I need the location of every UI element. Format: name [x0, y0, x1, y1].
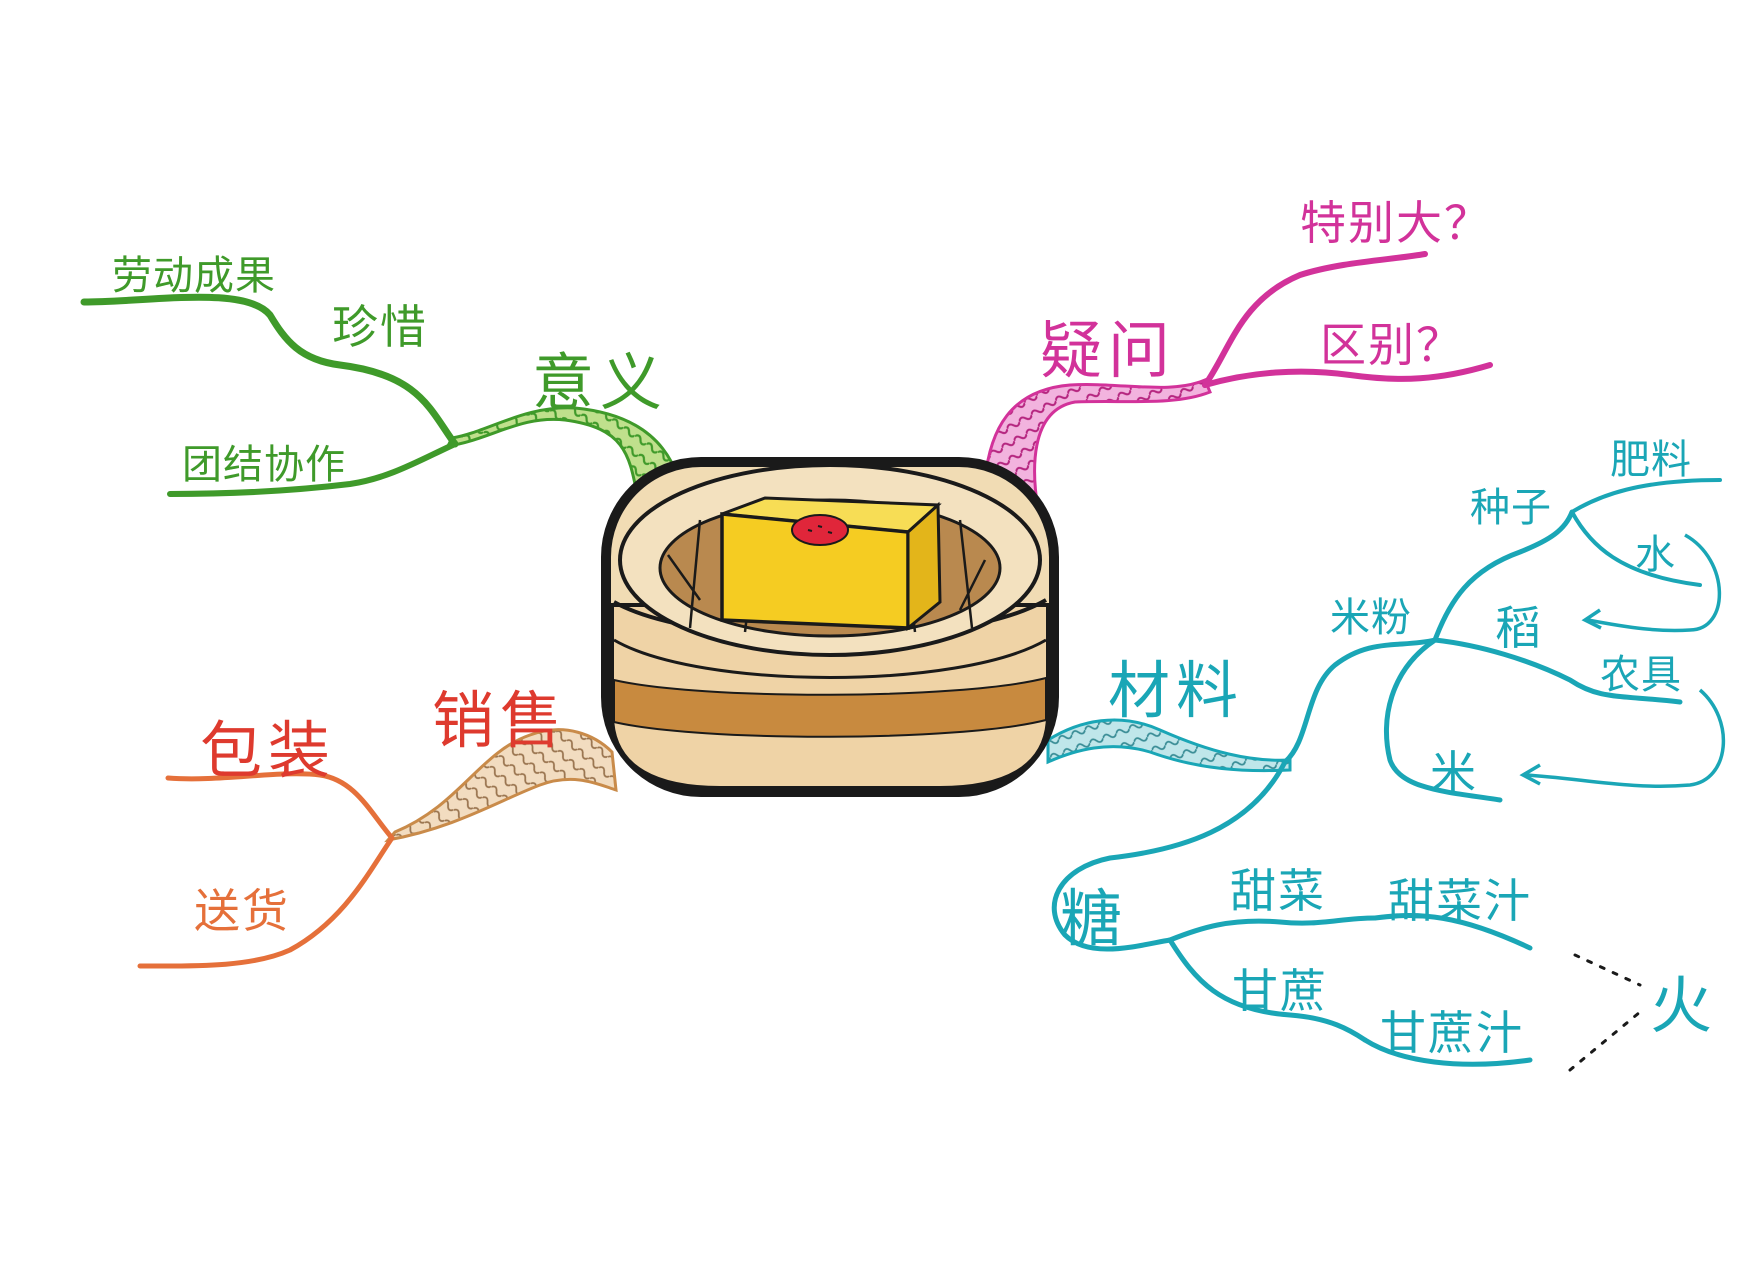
branch-sales-to-delivery: [137, 835, 395, 969]
branch-label-sales: 销售: [432, 684, 569, 757]
branch-questions-to-big: [1202, 251, 1428, 388]
branch-sales-to-packaging: [165, 771, 395, 841]
label-packaging: 包装: [200, 714, 337, 787]
cane-to-cane-juice: [1362, 1037, 1533, 1067]
rice-cake-stamp-marks: [807, 525, 833, 534]
branch-label-materials: 材料: [1108, 654, 1245, 727]
branch-questions-to-diff: [1202, 362, 1493, 388]
steamer-band: [613, 676, 1047, 738]
label-sugar-beet: 甜菜: [1230, 864, 1326, 918]
sugar-to-cane: [1167, 937, 1368, 1043]
beet-to-beet-juice: [1372, 913, 1533, 951]
branch-meaning-lines: [80, 293, 685, 530]
branch-meaning-to-teamwork: [167, 441, 458, 497]
beet-juice-to-fire-dots: [1573, 953, 1642, 987]
label-sugar: 糖: [1060, 882, 1129, 955]
seed-to-water: [1570, 510, 1702, 587]
label-sugar-beet-juice: 甜菜汁: [1388, 874, 1532, 928]
branch-questions-lines: [983, 251, 1493, 524]
label-difference: 区别？: [1320, 318, 1464, 372]
rice-flour-to-tools: [1432, 637, 1683, 705]
steamer-with-rice-cake-image: [601, 457, 1059, 797]
branch-questions-trunk: [983, 378, 1212, 524]
label-especially-big: 特别大？: [1300, 196, 1492, 250]
label-delivery: 送货: [194, 884, 290, 938]
label-labor-results: 劳动成果: [112, 253, 276, 299]
label-seed: 种子: [1470, 485, 1552, 531]
seed-to-fertilizer: [1570, 478, 1722, 514]
branch-label-questions: 疑问: [1040, 314, 1177, 387]
cane-juice-to-fire-dots: [1568, 1010, 1642, 1072]
label-tools: 农具: [1600, 652, 1682, 698]
branch-materials-trunk: [1046, 718, 1292, 773]
materials-to-rice-flour: [1282, 637, 1438, 765]
sugar-to-beet: [1167, 915, 1378, 943]
label-sugarcane-juice: 甘蔗汁: [1380, 1006, 1524, 1060]
label-fire: 火: [1650, 969, 1719, 1042]
branch-sales-lines: [137, 728, 618, 969]
branch-materials-lines: [1046, 478, 1726, 1072]
rice-cake-red-stamp: [791, 514, 849, 546]
rice-flour-to-rice: [1383, 637, 1503, 803]
branch-meaning-to-treasure: [80, 293, 459, 448]
branch-label-meaning: 意义: [532, 346, 669, 419]
label-rice-plant: 稻: [1495, 601, 1543, 655]
tools-arrowhead: [1519, 763, 1541, 786]
tools-arrow: [1524, 688, 1726, 788]
water-arrowhead: [1581, 608, 1602, 630]
label-water: 水: [1635, 532, 1676, 578]
label-teamwork: 团结协作: [182, 442, 346, 488]
rice-cake-side: [906, 501, 942, 632]
label-sugarcane: 甘蔗: [1232, 964, 1328, 1018]
steamer-rim-line-2: [613, 638, 1047, 679]
water-arrow: [1587, 533, 1722, 633]
materials-to-sugar: [1051, 759, 1288, 952]
label-treasure: 珍惜: [332, 300, 428, 354]
label-rice: 米: [1430, 746, 1478, 800]
label-rice-flour: 米粉: [1330, 595, 1412, 641]
label-fertilizer: 肥料: [1610, 437, 1692, 483]
rice-flour-to-seed: [1432, 509, 1575, 643]
